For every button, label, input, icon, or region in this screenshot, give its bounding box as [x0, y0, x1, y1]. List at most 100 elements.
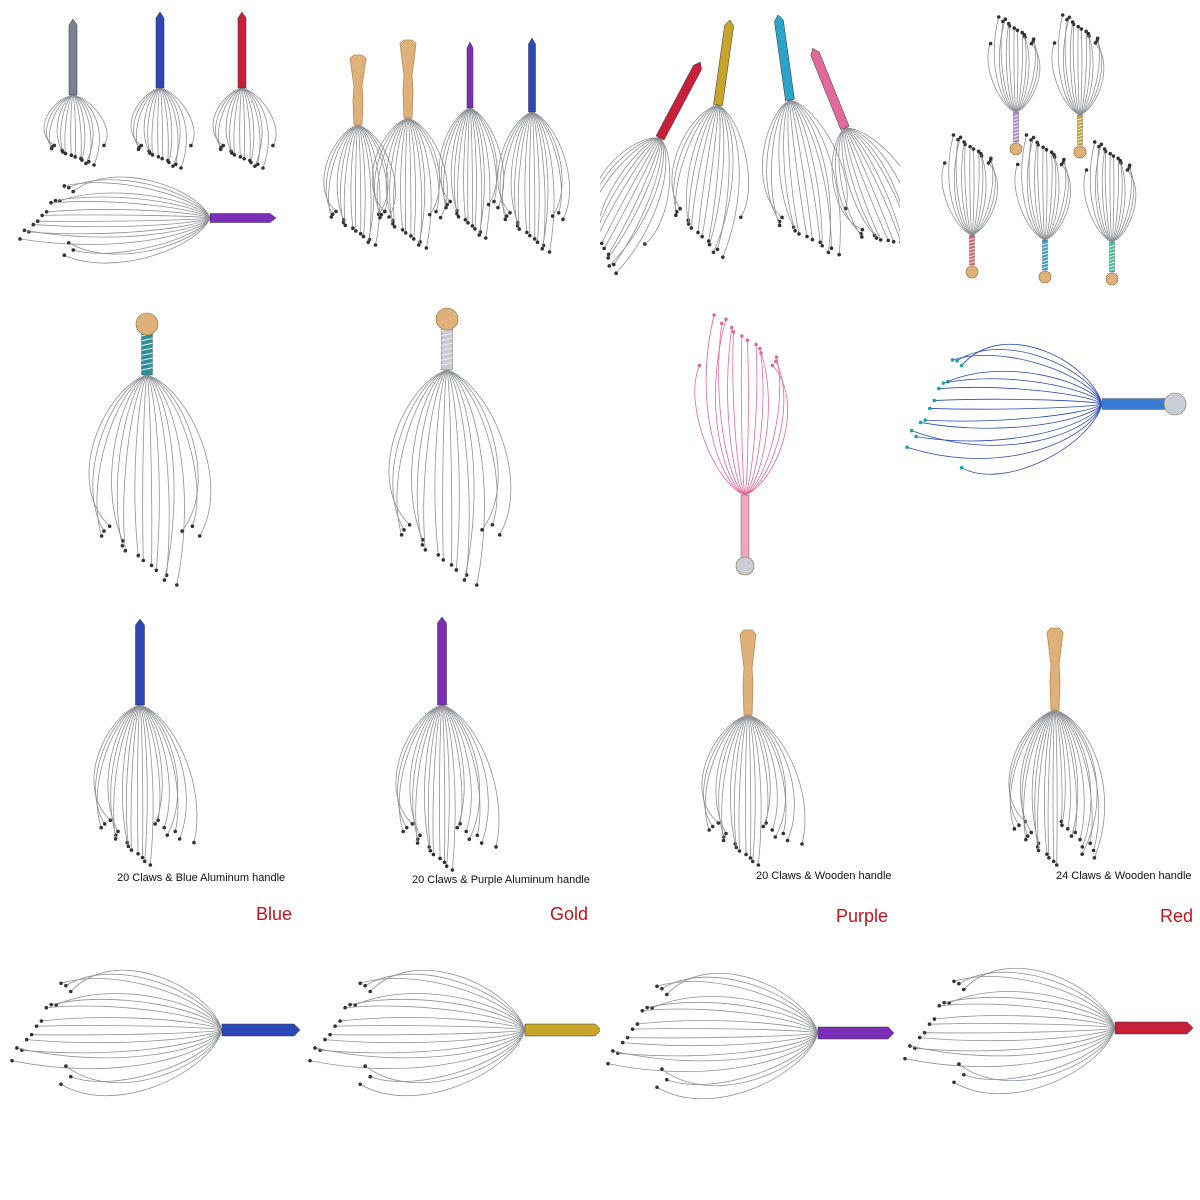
cell-r3c1-blue-aluminum: 20 Claws & Blue Aluminum handle: [0, 600, 300, 900]
wire-tip: [837, 252, 841, 257]
wire-tip: [645, 1005, 649, 1010]
wire: [360, 978, 526, 1031]
wire: [123, 374, 148, 551]
wire-tip: [113, 833, 118, 837]
wire: [241, 87, 251, 161]
wire-tip: [773, 835, 778, 839]
wire: [36, 1025, 223, 1031]
wire: [407, 117, 440, 215]
wire-tip: [886, 238, 891, 243]
wire-tip: [171, 164, 175, 168]
wire-tip: [148, 151, 152, 155]
wire: [656, 981, 819, 1034]
wire-tip: [932, 398, 937, 403]
wire: [116, 374, 148, 546]
wire: [661, 1032, 819, 1086]
wire: [744, 344, 758, 496]
wire: [600, 137, 661, 224]
head-massager-illustration: [18, 11, 277, 264]
wire: [703, 714, 749, 827]
massager-wires: [831, 127, 900, 244]
wire: [1015, 32, 1024, 113]
wire: [407, 117, 440, 212]
wire: [964, 144, 973, 236]
wire: [423, 369, 448, 550]
wire: [59, 192, 211, 219]
wire-tip: [179, 166, 183, 170]
wire-tip: [1065, 17, 1069, 22]
wire: [694, 365, 746, 496]
wire: [1054, 709, 1063, 822]
wire-tip: [528, 233, 532, 238]
cell-r2c1-teal-spring-handle: [0, 300, 300, 600]
wire: [844, 127, 900, 167]
wire-tip: [379, 212, 384, 217]
wire: [95, 704, 141, 825]
wire: [19, 217, 211, 245]
wire-tip: [818, 240, 823, 245]
wire: [467, 107, 471, 223]
wire-tip: [53, 198, 58, 203]
wire: [370, 1029, 526, 1082]
wire: [229, 87, 243, 154]
head-massager-illustration: [388, 307, 512, 587]
wire-tip: [492, 199, 496, 204]
wire: [770, 99, 791, 226]
wire: [844, 127, 900, 185]
wire: [345, 1005, 526, 1031]
wire-tip: [116, 829, 120, 834]
wire: [73, 217, 211, 254]
wire-tip: [962, 140, 966, 144]
wire: [701, 104, 719, 237]
wire: [56, 94, 74, 151]
wire: [369, 969, 526, 1031]
wire-tip: [71, 248, 75, 252]
wire: [601, 137, 661, 244]
wire: [789, 99, 841, 255]
wire: [529, 111, 533, 236]
wire: [441, 704, 446, 863]
wire-tip: [504, 214, 509, 218]
wire-tip: [710, 824, 715, 829]
wire: [354, 993, 526, 1031]
wire: [948, 134, 973, 236]
wire: [319, 1029, 526, 1054]
wire: [1051, 42, 1081, 116]
wire: [747, 714, 787, 834]
wire: [844, 127, 900, 234]
wire-tip: [261, 166, 265, 170]
wire: [46, 209, 211, 219]
massager-wires: [130, 87, 195, 170]
wire: [747, 714, 756, 862]
wire-tip: [860, 227, 865, 232]
wire-tip: [805, 234, 809, 239]
wire: [971, 158, 994, 236]
wire-tip: [1059, 162, 1064, 167]
wire-tip: [125, 840, 130, 845]
wire: [51, 201, 211, 219]
wire: [212, 87, 243, 146]
wire: [747, 714, 787, 838]
wire: [146, 374, 175, 581]
wire: [130, 704, 141, 851]
wire-tip: [1078, 837, 1082, 842]
wire: [446, 369, 453, 565]
wire: [914, 1027, 1116, 1052]
wire: [336, 124, 359, 220]
wire: [125, 704, 141, 847]
wire: [747, 714, 769, 824]
wire-tip: [673, 213, 678, 217]
wire: [1037, 144, 1046, 241]
wire-tip: [34, 1024, 39, 1028]
wire-tip: [477, 233, 482, 237]
wire: [1013, 28, 1017, 113]
massager-wires: [1083, 140, 1137, 243]
wire-tip: [932, 1017, 937, 1021]
wire-tip: [1116, 156, 1120, 161]
wire: [1034, 142, 1046, 241]
massager-handle: [135, 312, 159, 376]
wire: [325, 1029, 526, 1044]
wire: [789, 99, 832, 249]
massager-handle: [435, 307, 459, 371]
